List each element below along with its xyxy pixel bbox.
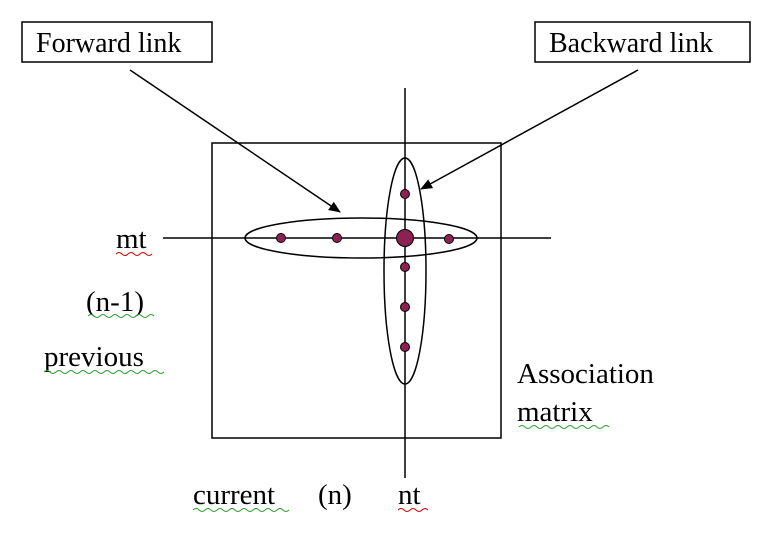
dot — [400, 262, 410, 272]
previous-label: previous — [44, 341, 144, 373]
backward-link-ellipse — [383, 157, 427, 385]
nt-label: nt — [398, 479, 421, 511]
dot — [400, 302, 410, 312]
n-minus-1-label: (n-1) — [86, 286, 144, 318]
spellcheck-underline-n-minus-1 — [87, 314, 155, 318]
forward-link-box — [21, 21, 213, 63]
backward-link-arrow — [420, 69, 639, 190]
forward-link-label: Forward link — [36, 28, 181, 59]
n-label: (n) — [318, 479, 352, 511]
dot — [400, 342, 410, 352]
dot — [400, 189, 410, 199]
mt-label: mt — [116, 223, 147, 255]
forward-link-ellipse — [244, 217, 478, 259]
association-matrix-square — [211, 142, 502, 439]
dot — [276, 233, 286, 243]
dot — [332, 233, 342, 243]
association-label-line2: matrix — [517, 396, 593, 428]
spellcheck-underline-nt — [397, 508, 429, 512]
spellcheck-underline-previous — [43, 370, 165, 374]
spellcheck-underline-mt — [115, 252, 153, 256]
spellcheck-underline-matrix — [518, 425, 610, 429]
association-dots — [276, 189, 454, 352]
backward-link-label: Backward link — [549, 28, 713, 59]
backward-link-box — [534, 21, 751, 63]
dot-center — [396, 229, 414, 247]
association-label-line1: Association — [517, 358, 654, 390]
forward-link-arrow — [129, 69, 341, 213]
current-label: current — [193, 479, 275, 511]
spellcheck-underline-current — [192, 508, 290, 512]
dot — [444, 234, 454, 244]
